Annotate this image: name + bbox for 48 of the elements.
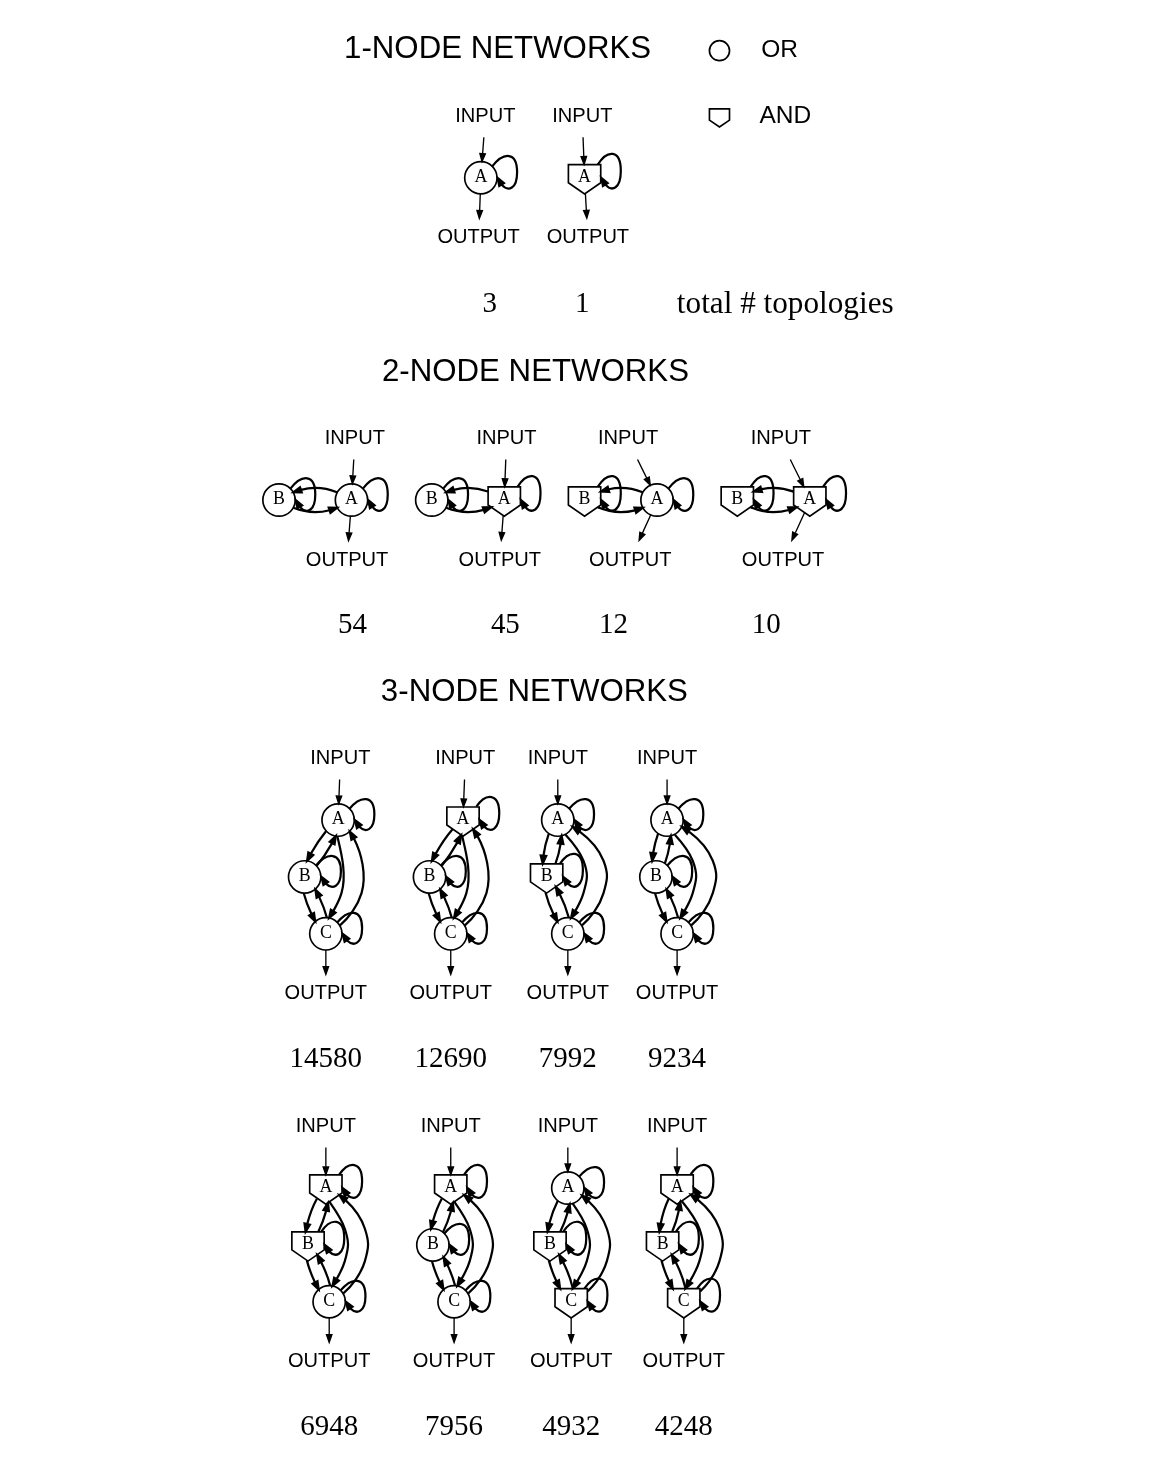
- label: 1: [575, 285, 590, 318]
- label: total # topologies: [676, 284, 894, 320]
- label: 14580: [289, 1040, 363, 1073]
- label: 6948: [300, 1408, 359, 1441]
- node-text: INPUT: [537, 1114, 598, 1137]
- label: 1-NODE NETWORKS: [344, 30, 652, 66]
- node-text: OUTPUT: [287, 1349, 371, 1372]
- node-text: OUTPUT: [546, 225, 630, 248]
- label: 9234: [648, 1040, 707, 1073]
- node-text: INPUT: [476, 426, 537, 449]
- label: 10: [751, 607, 781, 640]
- label: 3-NODE NETWORKS: [380, 672, 688, 708]
- node-text: INPUT: [420, 1114, 481, 1137]
- node-text: OUTPUT: [458, 547, 542, 570]
- node-text: INPUT: [647, 1114, 708, 1137]
- node-text: OUTPUT: [526, 981, 610, 1004]
- node-text: INPUT: [435, 746, 496, 769]
- node-text: INPUT: [552, 103, 613, 126]
- label: 45: [490, 607, 520, 640]
- label: 54: [338, 607, 368, 640]
- node-text: OUTPUT: [529, 1349, 613, 1372]
- node-text: OUTPUT: [412, 1349, 496, 1372]
- node-text: OUTPUT: [589, 547, 672, 570]
- node-text: INPUT: [597, 426, 659, 449]
- node-text: OUTPUT: [437, 225, 520, 248]
- node-text: OUTPUT: [284, 981, 368, 1004]
- node-text: INPUT: [750, 426, 811, 449]
- label: 2-NODE NETWORKS: [381, 352, 689, 388]
- node-text: OUTPUT: [741, 547, 825, 570]
- node-text: INPUT: [636, 746, 698, 769]
- label: 4932: [542, 1408, 601, 1441]
- label: 12690: [414, 1040, 487, 1073]
- label: 7956: [425, 1408, 484, 1441]
- node-text: INPUT: [310, 746, 371, 769]
- node-text: OUTPUT: [305, 547, 389, 570]
- node-text: OUTPUT: [635, 981, 719, 1004]
- node-text: INPUT: [295, 1114, 356, 1137]
- legend-label: AND: [759, 101, 812, 129]
- label: 7992: [538, 1040, 597, 1073]
- legend-label: OR: [761, 34, 799, 62]
- node-text: INPUT: [527, 746, 588, 769]
- node-text: INPUT: [324, 426, 385, 449]
- label: 3: [482, 285, 498, 318]
- label: 12: [599, 607, 629, 640]
- node-text: INPUT: [455, 103, 516, 126]
- node-text: OUTPUT: [409, 981, 492, 1004]
- label: 4248: [654, 1408, 713, 1441]
- node-text: OUTPUT: [642, 1349, 726, 1372]
